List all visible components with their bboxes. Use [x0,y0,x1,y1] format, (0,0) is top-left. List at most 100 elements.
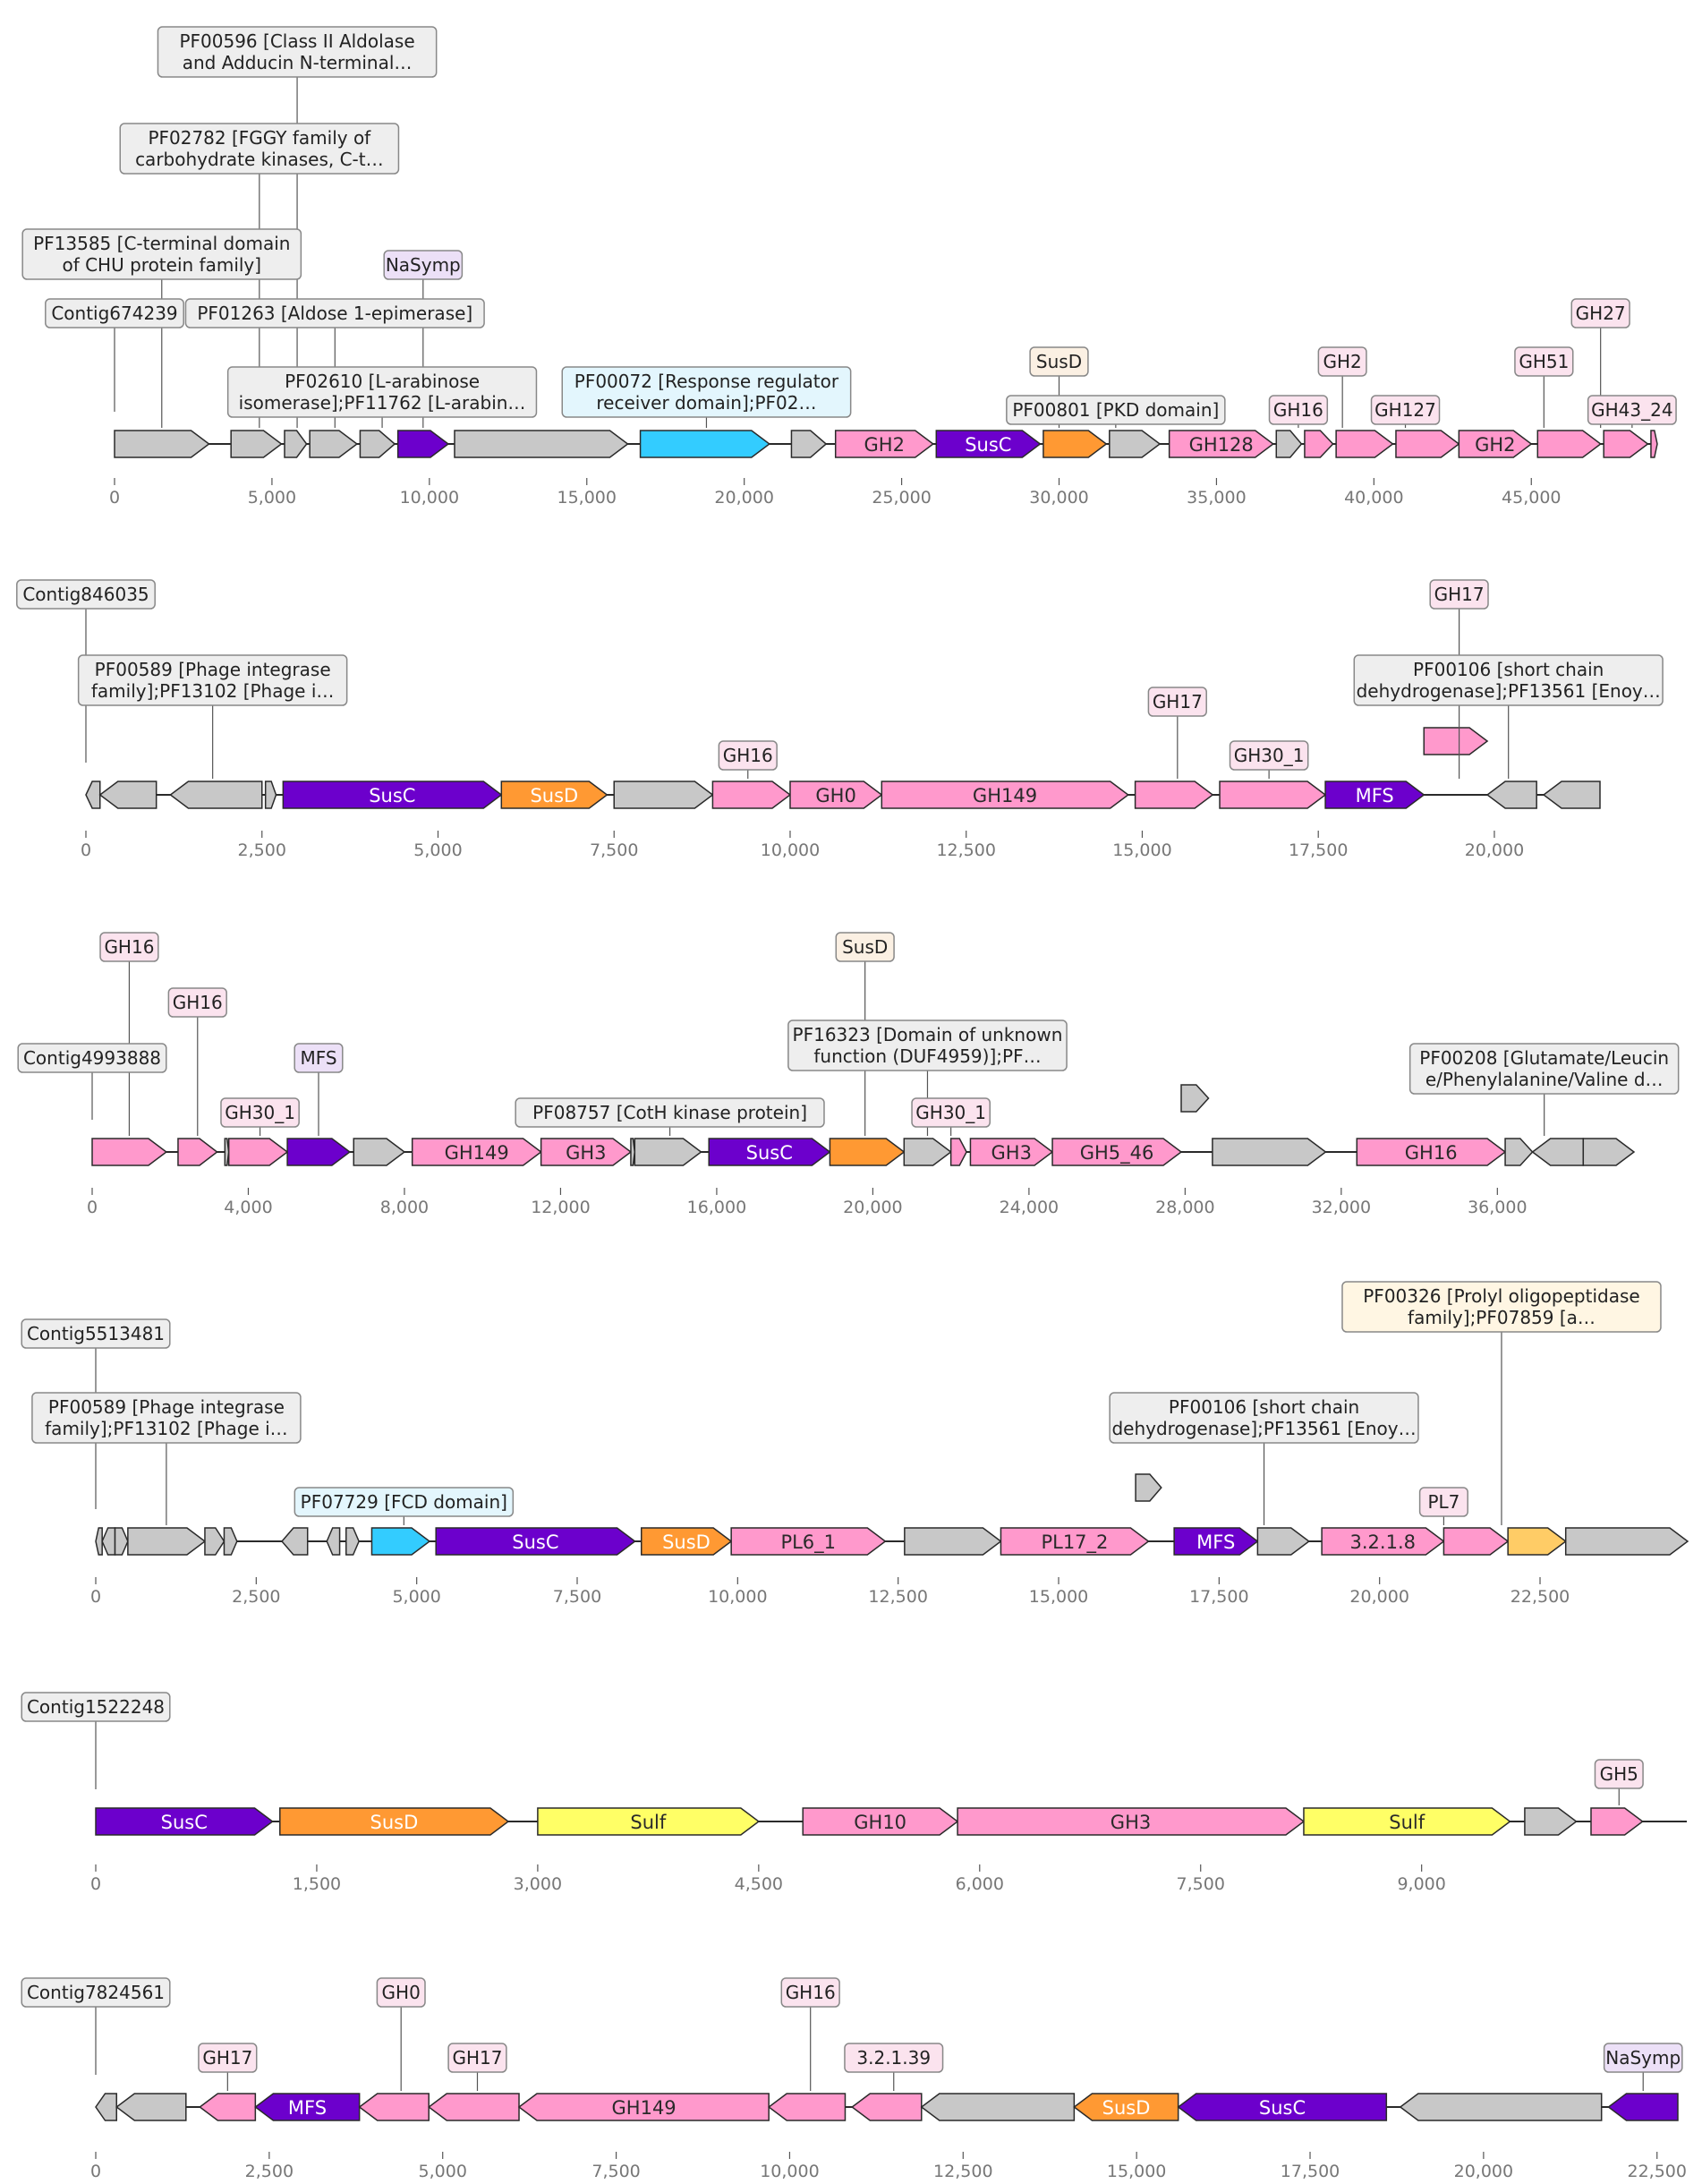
gene-arrow[interactable] [224,1138,230,1166]
gene-arrow[interactable] [903,1138,952,1166]
gene-arrow[interactable] [1458,430,1533,458]
gene-arrow[interactable] [284,430,308,458]
gene-arrow[interactable] [1542,781,1601,809]
gene-arrow[interactable] [454,430,629,458]
gene-arrow[interactable] [537,1807,761,1836]
gene-arrow[interactable] [630,1138,636,1166]
gene-arrow[interactable] [1304,430,1334,458]
gene-arrow[interactable] [127,1527,207,1556]
gene-arrow[interactable] [1524,1807,1578,1836]
gene-arrow[interactable] [1399,2093,1603,2121]
gene-arrow[interactable] [358,2093,430,2121]
gene-arrow[interactable] [1507,1527,1567,1556]
gene-arrow[interactable] [957,1807,1306,1836]
gene-arrow[interactable] [949,1138,967,1166]
gene-arrow[interactable] [427,2093,520,2121]
gene-arrow[interactable] [767,2093,847,2121]
gene-arrow[interactable] [1275,430,1303,458]
gene-arrow[interactable] [1303,1807,1511,1836]
gene-arrow[interactable] [1531,1138,1585,1166]
gene-arrow[interactable] [264,781,277,809]
gene-arrow[interactable] [730,1527,887,1556]
gene-arrow[interactable] [1650,430,1658,458]
gene-arrow[interactable] [1324,781,1425,809]
gene-arrow[interactable] [396,430,450,458]
gene-arrow[interactable] [904,1527,1002,1556]
gene-arrow[interactable] [85,781,101,809]
gene-arrow[interactable] [1168,430,1275,458]
gene-arrow[interactable] [199,2093,257,2121]
gene-arrow[interactable] [98,781,157,809]
gene-arrow[interactable] [1582,1138,1636,1166]
gene-arrow[interactable] [169,781,263,809]
gene-arrow[interactable] [1051,1138,1183,1166]
gene-arrow[interactable] [1536,430,1602,458]
gene-arrow[interactable] [1173,1527,1259,1556]
gene-arrow[interactable] [1564,1527,1689,1556]
gene-arrow[interactable] [279,1807,510,1836]
gene-arrow[interactable] [254,2093,361,2121]
gene-arrow[interactable] [708,1138,831,1166]
gene-arrow[interactable] [1504,1138,1534,1166]
gene-arrow[interactable] [204,1527,226,1556]
gene-arrow[interactable] [1135,1473,1162,1502]
gene-arrow[interactable] [1590,1807,1644,1836]
gene-arrow[interactable] [634,1138,702,1166]
gene-arrow[interactable] [223,1527,238,1556]
gene-arrow[interactable] [640,1527,733,1556]
gene-arrow[interactable] [789,781,883,809]
gene-arrow[interactable] [802,1807,959,1836]
gene-arrow[interactable] [1603,430,1649,458]
gene-arrow[interactable] [1177,2093,1388,2121]
gene-arrow[interactable] [95,1807,274,1836]
gene-arrow[interactable] [1607,2093,1679,2121]
gene-arrow[interactable] [95,1527,103,1556]
gene-arrow[interactable] [1395,430,1460,458]
gene-arrow[interactable] [1442,1527,1510,1556]
gene-arrow[interactable] [286,1138,352,1166]
gene-arrow[interactable] [517,2093,770,2121]
gene-arrow[interactable] [1134,781,1214,809]
gene-arrow[interactable] [282,781,503,809]
gene-arrow[interactable] [101,1527,116,1556]
gene-arrow[interactable] [326,1527,341,1556]
gene-arrow[interactable] [920,2093,1076,2121]
gene-arrow[interactable] [1219,781,1327,809]
gene-arrow[interactable] [91,1138,168,1166]
gene-arrow[interactable] [230,430,283,458]
gene-arrow[interactable] [639,430,771,458]
gene-arrow[interactable] [711,781,792,809]
gene-arrow[interactable] [115,2093,187,2121]
gene-arrow[interactable] [281,1527,309,1556]
gene-arrow[interactable] [309,430,359,458]
gene-arrow[interactable] [359,430,396,458]
gene-arrow[interactable] [935,430,1042,458]
gene-arrow[interactable] [500,781,608,809]
gene-arrow[interactable] [435,1527,636,1556]
gene-arrow[interactable] [790,430,828,458]
gene-arrow[interactable] [834,430,935,458]
gene-arrow[interactable] [881,781,1129,809]
gene-arrow[interactable] [1321,1527,1445,1556]
gene-arrow[interactable] [1109,430,1162,458]
gene-arrow[interactable] [177,1138,218,1166]
gene-arrow[interactable] [1042,430,1108,458]
gene-arrow[interactable] [1335,430,1394,458]
gene-arrow[interactable] [1180,1084,1210,1113]
gene-arrow[interactable] [540,1138,633,1166]
gene-arrow[interactable] [1485,781,1537,809]
gene-arrow[interactable] [353,1138,406,1166]
gene-arrow[interactable] [1000,1527,1150,1556]
gene-arrow[interactable] [411,1138,542,1166]
gene-arrow[interactable] [1356,1138,1507,1166]
gene-arrow[interactable] [1256,1527,1311,1556]
gene-arrow[interactable] [114,430,210,458]
gene-arrow[interactable] [1423,727,1489,755]
gene-arrow[interactable] [613,781,714,809]
gene-arrow[interactable] [829,1138,906,1166]
gene-arrow[interactable] [95,2093,118,2121]
gene-arrow[interactable] [370,1527,431,1556]
gene-arrow[interactable] [345,1527,360,1556]
gene-arrow[interactable] [1212,1138,1327,1166]
gene-arrow[interactable] [1073,2093,1179,2121]
